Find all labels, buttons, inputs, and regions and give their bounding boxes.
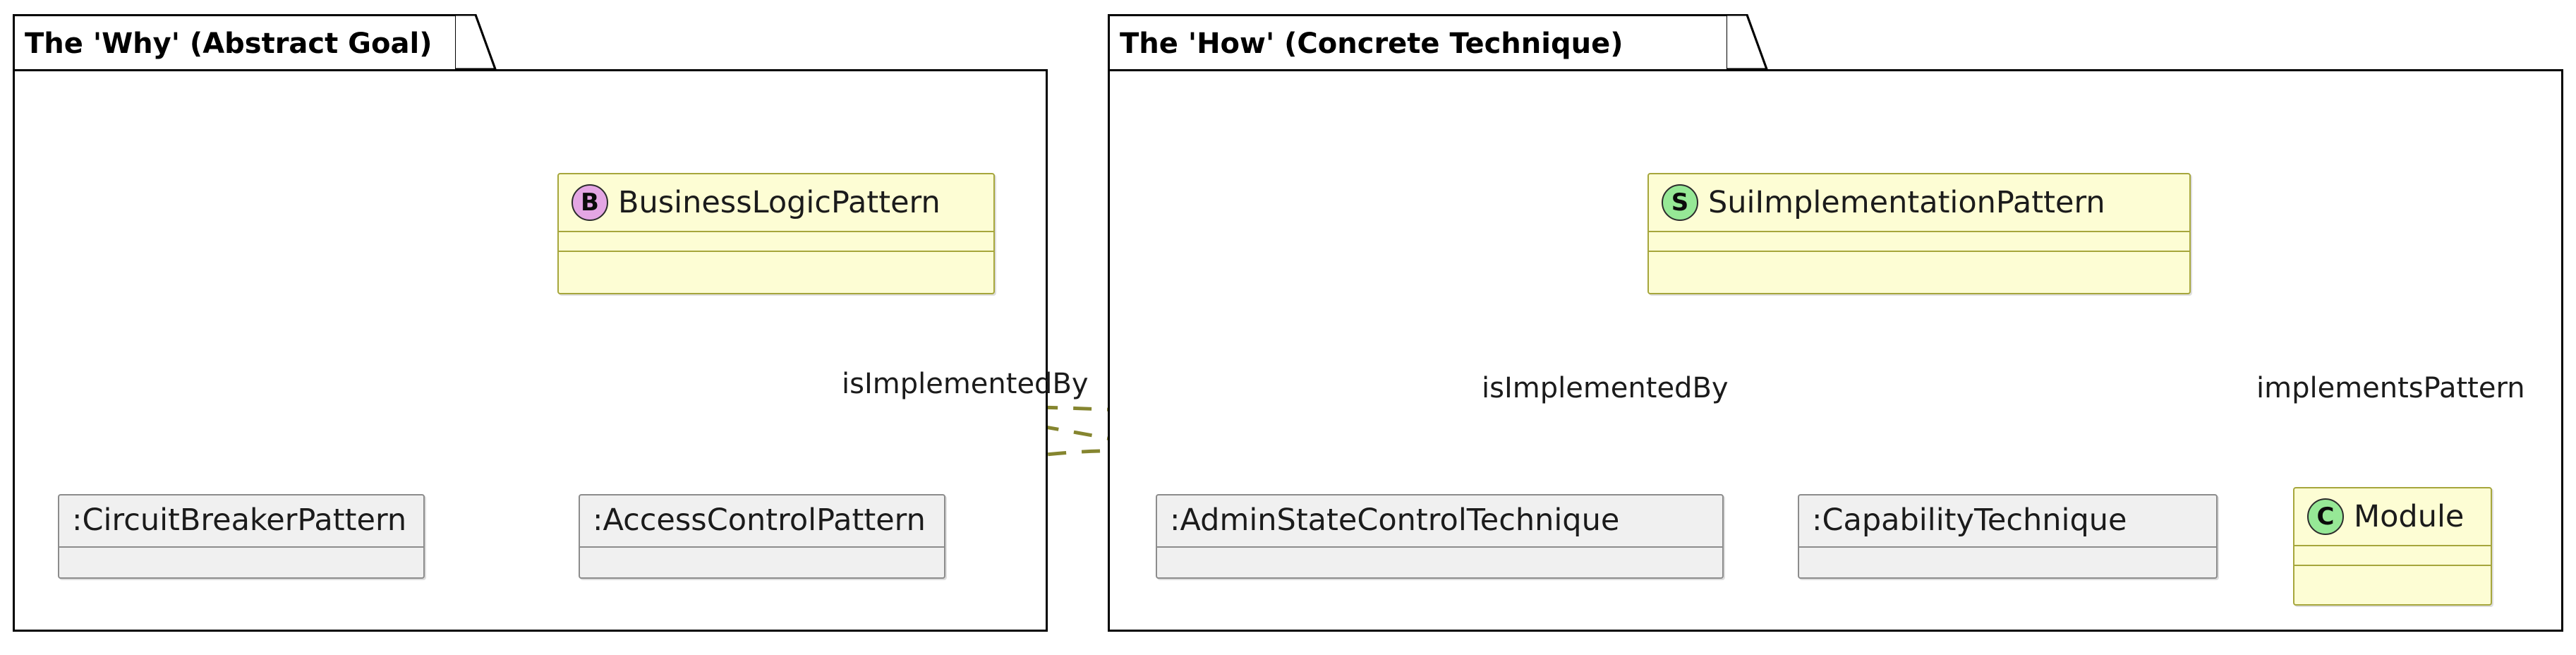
object-section-divider (1157, 546, 1722, 548)
class-businesslogicpattern-name: BusinessLogicPattern (618, 185, 941, 220)
object-accesscontrolpattern[interactable]: :AccessControlPattern (579, 494, 945, 579)
class-attributes-compartment (1649, 232, 2189, 251)
class-methods-compartment (1649, 252, 2189, 273)
class-attributes-compartment (559, 232, 993, 251)
package-how-tab: The 'How' (Concrete Technique) (1108, 14, 1729, 71)
edge-label-text: isImplementedBy (1482, 372, 1729, 404)
edge-label-text: implementsPattern (2256, 372, 2525, 404)
object-attributes-compartment (1799, 548, 2216, 572)
class-section-divider (1649, 231, 2189, 232)
class-suiimplementationpattern[interactable]: S SuiImplementationPattern (1647, 173, 2191, 294)
class-methods-compartment (2294, 566, 2491, 587)
class-suiimplementationpattern-header: S SuiImplementationPattern (1649, 174, 2189, 231)
object-attributes-compartment (59, 548, 423, 572)
interface-icon: S (1662, 184, 1698, 221)
edge-label-isimplementedby-right: isImplementedBy (1482, 374, 1729, 402)
package-how-title: The 'How' (Concrete Technique) (1120, 27, 1623, 60)
class-section-divider (1649, 251, 2189, 252)
object-circuitbreakerpattern[interactable]: :CircuitBreakerPattern (58, 494, 425, 579)
class-section-divider (559, 251, 993, 252)
object-section-divider (1799, 546, 2216, 548)
package-why-title: The 'Why' (Abstract Goal) (25, 27, 433, 60)
object-capabilitytechnique-name: :CapabilityTechnique (1812, 503, 2127, 538)
object-attributes-compartment (1157, 548, 1722, 572)
object-accesscontrolpattern-name: :AccessControlPattern (593, 503, 926, 538)
package-why-tab: The 'Why' (Abstract Goal) (13, 14, 457, 71)
class-attributes-compartment (2294, 546, 2491, 565)
package-how-tab-corner (1727, 14, 1769, 71)
object-adminstatecontroltechnique-name: :AdminStateControlTechnique (1170, 503, 1620, 538)
edge-label-isimplementedby-left: isImplementedBy (842, 370, 1089, 398)
class-suiimplementationpattern-name: SuiImplementationPattern (1708, 185, 2105, 220)
object-section-divider (59, 546, 423, 548)
object-circuitbreakerpattern-name: :CircuitBreakerPattern (72, 503, 407, 538)
class-module[interactable]: C Module (2293, 487, 2492, 606)
class-icon: C (2307, 498, 2344, 535)
class-module-name: Module (2354, 499, 2465, 534)
object-capabilitytechnique[interactable]: :CapabilityTechnique (1798, 494, 2218, 579)
class-methods-compartment (559, 252, 993, 273)
class-section-divider (559, 231, 993, 232)
edge-label-text: isImplementedBy (842, 368, 1089, 400)
object-attributes-compartment (580, 548, 944, 572)
class-businesslogicpattern[interactable]: B BusinessLogicPattern (557, 173, 995, 294)
class-section-divider (2294, 565, 2491, 566)
class-section-divider (2294, 545, 2491, 546)
abstract-class-icon: B (572, 184, 608, 221)
class-businesslogicpattern-header: B BusinessLogicPattern (559, 174, 993, 231)
edge-label-implementspattern: implementsPattern (2256, 374, 2525, 402)
class-module-header: C Module (2294, 488, 2491, 545)
object-section-divider (580, 546, 944, 548)
package-why-tab-corner (456, 14, 497, 71)
object-adminstatecontroltechnique[interactable]: :AdminStateControlTechnique (1156, 494, 1724, 579)
